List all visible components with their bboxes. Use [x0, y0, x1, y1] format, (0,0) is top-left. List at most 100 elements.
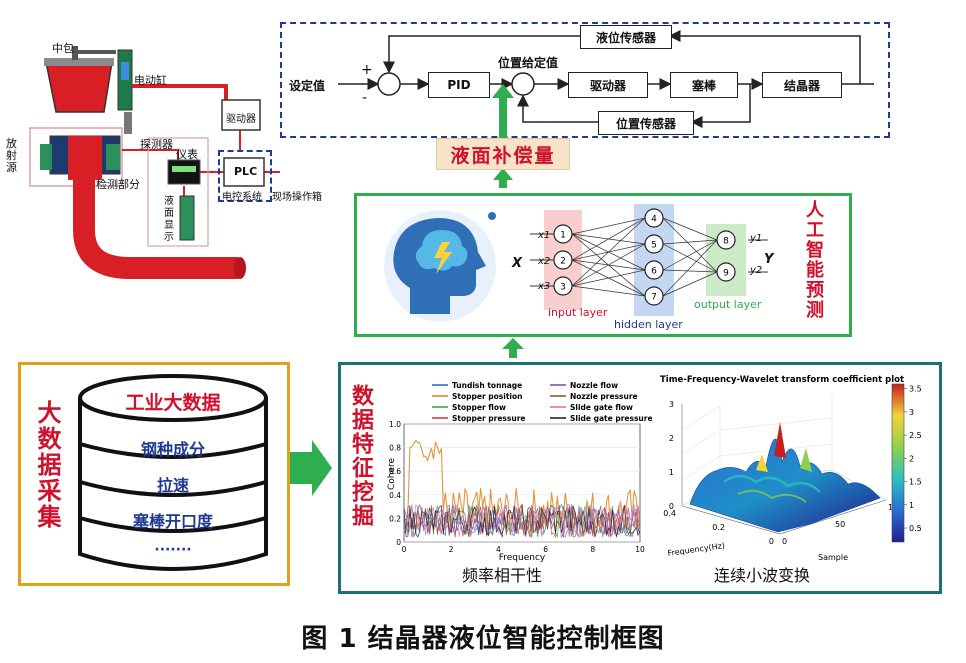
colorbar-tick-label: 3.5: [909, 385, 922, 394]
source-label: 放射源: [6, 137, 17, 174]
sum-junction-1: [377, 72, 401, 96]
driver-box: [221, 99, 261, 131]
colorbar-tick-label: 0.5: [909, 524, 922, 533]
wavelet-title: Time-Frequency-Wavelet transform coeffic…: [660, 375, 904, 385]
minus-sign: -: [362, 90, 368, 106]
colorbar-tick-label: 1.5: [909, 478, 922, 487]
database-item-4: ·······: [154, 542, 192, 558]
nn-node-label: 2: [560, 257, 566, 267]
control-loop-wiring: [338, 30, 874, 128]
coherence-y-tick: 0.8: [389, 444, 401, 453]
database-top: [78, 374, 268, 422]
wavelet-x-label: Sample: [818, 553, 848, 562]
nn-edge: [662, 239, 718, 297]
plc-box: [223, 157, 265, 187]
nn-node: [716, 262, 736, 282]
nn-output-y1: y1: [750, 233, 763, 244]
nn-node-label: 5: [651, 241, 657, 251]
nn-edge: [662, 243, 718, 273]
coherence-series-line: [403, 504, 641, 539]
compensation-arrows: [492, 84, 514, 188]
mining-title: 数据特征挖掘: [348, 384, 373, 528]
wavelet-sample-tick: 0: [782, 537, 787, 546]
instrument-label: 仪表: [176, 148, 198, 161]
strand: [73, 180, 238, 279]
coherence-series-line: [403, 503, 641, 539]
detect-part-label: 检测部分: [96, 178, 140, 191]
cylinder-label: 电动缸: [134, 74, 167, 87]
bigdata-title: 大数据采集: [33, 400, 61, 530]
nn-input-x3: x3: [538, 281, 551, 292]
control-loop-frame: [280, 22, 890, 138]
nn-node-label: 3: [560, 283, 566, 293]
tundish-label: 中包: [52, 42, 74, 55]
nn-edge: [662, 217, 718, 273]
nn-node: [644, 234, 664, 254]
nn-node: [644, 208, 664, 228]
coherence-y-tick: 0.6: [389, 467, 401, 476]
coherence-legend-label: Slide gate flow: [570, 403, 633, 412]
coherence-y-tick: 0.4: [389, 491, 401, 500]
figure-caption: 图 1 结晶器液位智能控制框图: [301, 624, 665, 654]
coherence-caption: 频率相干性: [462, 566, 543, 585]
coherence-legend-label: Slide gate pressure: [570, 414, 652, 423]
coherence-y-tick: 0.2: [389, 514, 401, 523]
field-box-label: 现场操作箱: [272, 192, 322, 203]
coherence-x-tick: 2: [449, 545, 454, 554]
tundish-vessel: [45, 61, 113, 113]
wavelet-freq-tick: 0.2: [712, 523, 725, 532]
nn-node: [644, 260, 664, 280]
nn-node-label: 7: [651, 293, 657, 303]
coherence-x-tick: 10: [635, 545, 645, 554]
wavelet-z-tick: 2: [669, 434, 674, 443]
nn-edge: [662, 239, 718, 245]
brain-head-icon: [384, 210, 496, 322]
level-sensor-box: 液位传感器: [580, 25, 672, 49]
control-system-label: 电控系统: [222, 192, 262, 203]
ai-title: 人工智能预测: [803, 200, 824, 320]
wavelet-peak: [774, 422, 786, 458]
database-title: 工业大数据: [125, 392, 221, 414]
coherence-x-tick: 6: [543, 545, 548, 554]
wavelet-z-tick: 1: [669, 468, 674, 477]
coherence-series-line: [403, 503, 641, 538]
nn-node: [553, 224, 573, 244]
database-item-2: 拉速: [156, 476, 189, 495]
nn-edge: [571, 217, 646, 261]
nn-edge: [662, 217, 718, 241]
setpoint-label: 设定值: [289, 79, 326, 93]
wavelet-surface: [689, 438, 881, 533]
nn-node-label: 9: [723, 269, 729, 279]
nn-edge: [571, 243, 646, 287]
coherence-x-tick: 4: [496, 545, 501, 554]
nn-output-y2: y2: [750, 265, 763, 276]
nn-edge: [571, 217, 646, 287]
coherence-x-tick: 0: [402, 545, 407, 554]
coherence-series-line: [403, 504, 641, 538]
driver-box-label: 驱动器: [226, 114, 256, 125]
compensation-label: 液面补偿量: [436, 138, 570, 170]
colorbar-tick-label: 1: [909, 501, 914, 510]
plus-sign: +: [361, 62, 373, 78]
coherence-legend-label: Nozzle pressure: [570, 392, 638, 401]
nn-edge: [662, 269, 718, 273]
database-cylinder: [78, 374, 268, 571]
stopper-block: 塞棒: [670, 72, 738, 98]
coherence-legend-label: Stopper position: [452, 392, 522, 401]
coherence-y-label: Cohere: [387, 458, 397, 491]
nn-input-x2: x2: [538, 256, 551, 267]
coherence-legend-label: Nozzle flow: [570, 381, 618, 390]
nn-node: [553, 250, 573, 270]
mold-block: 结晶器: [762, 72, 842, 98]
wavelet-freq-tick: 0.4: [663, 509, 676, 518]
wavelet-caption: 连续小波变换: [714, 566, 811, 585]
wavelet-z-tick: 0: [669, 502, 674, 511]
nn-node-label: 8: [723, 237, 729, 247]
nn-node: [644, 286, 664, 306]
equipment-schematic: [29, 46, 280, 279]
nn-node: [553, 276, 573, 296]
input-layer-label: input layer: [548, 306, 608, 319]
colorbar-tick-label: 3: [909, 408, 914, 417]
